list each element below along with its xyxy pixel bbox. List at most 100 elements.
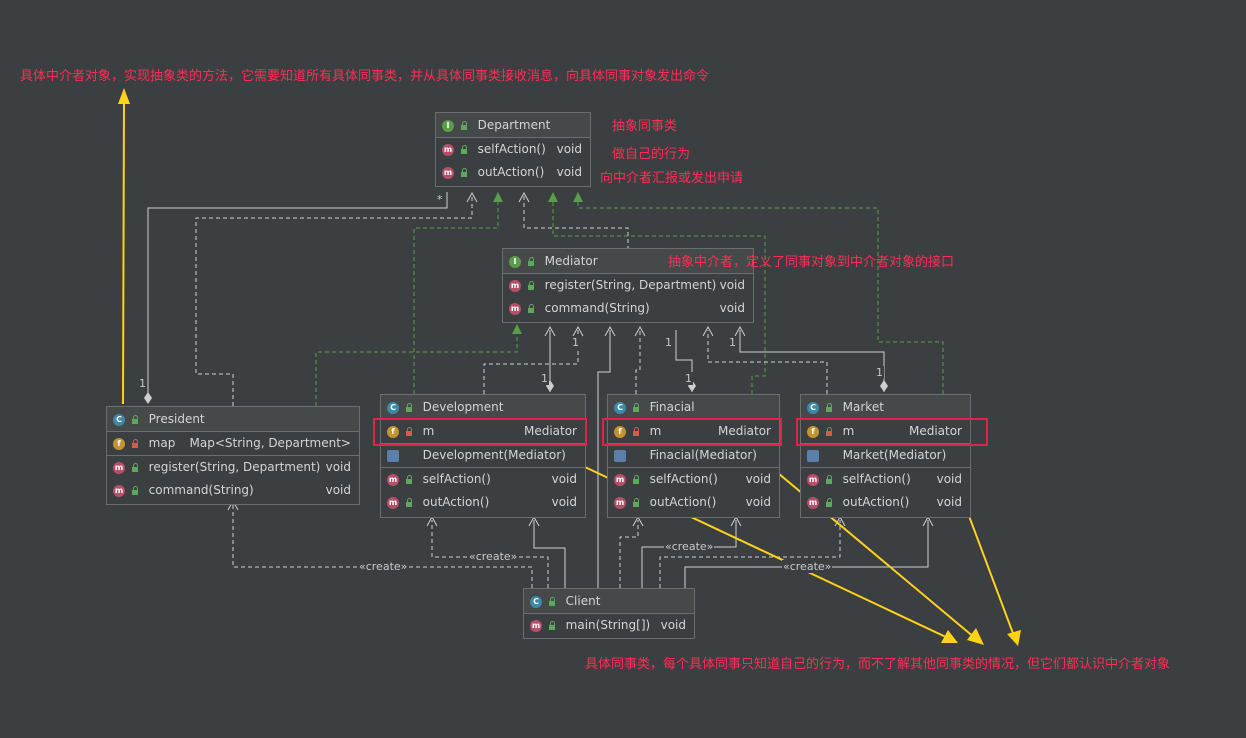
class-name: Mediator (544, 254, 598, 268)
dep-president-department (195, 196, 473, 406)
create-client-market (659, 520, 841, 588)
field-row[interactable]: f m Mediator (608, 420, 779, 443)
realize-arrow-finacial (548, 192, 558, 202)
constructor-row[interactable]: Development(Mediator) (381, 443, 585, 467)
method-row[interactable]: m command(String) void (503, 297, 753, 320)
method-type: void (745, 472, 771, 486)
method-type: void (551, 495, 577, 509)
method-row[interactable]: m selfAction() void (381, 467, 585, 491)
public-icon (131, 463, 139, 472)
diamond-president (144, 392, 152, 404)
class-icon: C (113, 413, 125, 426)
public-icon (527, 304, 535, 313)
field-row[interactable]: f map Map<String, Department> (107, 432, 359, 455)
method-type: void (325, 460, 351, 474)
method-icon: m (113, 461, 125, 474)
method-row[interactable]: m register(String, Department) void (503, 274, 753, 297)
field-name: m (649, 424, 662, 438)
mult-department: * (436, 193, 444, 206)
field-name: map (148, 436, 176, 450)
note-own-behavior: 做自己的行为 (612, 147, 691, 162)
method-name: selfAction() (422, 472, 491, 486)
field-name: m (842, 424, 855, 438)
method-name: command(String) (544, 301, 650, 315)
method-name: selfAction() (842, 472, 911, 486)
private-icon (405, 427, 413, 436)
arrow-finacial-note (759, 457, 976, 639)
mult-development: 1 (540, 372, 549, 385)
method-row[interactable]: m outAction() void (801, 491, 970, 514)
field-row[interactable]: f m Mediator (381, 420, 585, 443)
note-abstract-colleague: 抽象同事类 (612, 119, 678, 134)
use-client-finacial (641, 520, 737, 588)
class-name: Market (842, 400, 884, 414)
method-type: void (556, 142, 582, 156)
private-icon (825, 427, 833, 436)
class-client[interactable]: C Client m main(String[]) void (523, 588, 695, 639)
create-client-development (431, 520, 549, 588)
method-type: void (936, 472, 962, 486)
method-row[interactable]: m selfAction() void (608, 467, 779, 491)
method-row[interactable]: m selfAction() void (436, 138, 590, 161)
method-icon: m (614, 496, 626, 509)
assoc-market-mediator (739, 330, 885, 392)
note-report: 向中介者汇报或发出申请 (600, 171, 744, 186)
class-name: Client (565, 594, 601, 608)
method-row[interactable]: m main(String[]) void (524, 614, 694, 637)
method-type: void (551, 472, 577, 486)
note-concrete-mediator: 具体中介者对象，实现抽象类的方法，它需要知道所有具体同事类，并从具体同事类接收消… (20, 69, 710, 84)
note-abstract-mediator: 抽象中介者，定义了同事对象到中介者对象的接口 (668, 255, 955, 270)
class-department[interactable]: I Department m selfAction() void m outAc… (435, 112, 591, 187)
field-type: Map<String, Department> (189, 436, 352, 450)
method-icon: m (442, 143, 454, 156)
class-header: C Client (524, 589, 694, 614)
class-name: President (148, 412, 205, 426)
method-row[interactable]: m outAction() void (381, 491, 585, 514)
method-name: outAction() (422, 495, 490, 509)
constructor-name: Development(Mediator) (422, 448, 566, 462)
mult-market-top: 1 (728, 336, 737, 349)
field-row[interactable]: f m Mediator (801, 420, 970, 443)
class-icon: C (530, 595, 542, 608)
method-type: void (936, 495, 962, 509)
class-name: Development (422, 400, 504, 414)
method-icon: m (807, 473, 819, 486)
field-icon: f (113, 437, 125, 450)
create-label-market: «create» (782, 560, 833, 573)
dep-finacial-mediator (635, 330, 641, 394)
use-client-development (533, 520, 566, 588)
method-icon: m (807, 496, 819, 509)
method-type: void (719, 278, 745, 292)
constructor-name: Market(Mediator) (842, 448, 947, 462)
public-icon (632, 475, 640, 484)
method-row[interactable]: m outAction() void (436, 161, 590, 184)
method-row[interactable]: m selfAction() void (801, 467, 970, 491)
method-name: outAction() (649, 495, 717, 509)
dep-client-mediator (597, 330, 611, 588)
class-development[interactable]: C Development f m Mediator Development(M… (380, 394, 586, 518)
constructor-row[interactable]: Market(Mediator) (801, 443, 970, 467)
public-icon (405, 498, 413, 507)
constructor-row[interactable]: Finacial(Mediator) (608, 443, 779, 467)
note-concrete-colleague: 具体同事类，每个具体同事只知道自己的行为，而不了解其他同事类的情况，但它们都认识… (585, 657, 1171, 672)
method-row[interactable]: m command(String) void (107, 479, 359, 502)
method-type: void (325, 483, 351, 497)
highlight-market-field (796, 418, 988, 446)
class-finacial[interactable]: C Finacial f m Mediator Finacial(Mediato… (607, 394, 780, 518)
method-icon: m (509, 302, 521, 315)
class-president[interactable]: C President f map Map<String, Department… (106, 406, 360, 505)
class-icon: C (614, 401, 626, 414)
constructor-icon (614, 449, 626, 462)
method-row[interactable]: m outAction() void (608, 491, 779, 514)
class-market[interactable]: C Market f m Mediator Market(Mediator) m… (800, 394, 971, 518)
create-label-development: «create» (468, 550, 519, 563)
public-icon (460, 121, 468, 130)
realize-president-mediator (315, 332, 518, 406)
method-name: selfAction() (477, 142, 546, 156)
class-mediator[interactable]: I Mediator m register(String, Department… (502, 248, 754, 323)
method-icon: m (387, 473, 399, 486)
public-icon (527, 257, 535, 266)
method-row[interactable]: m register(String, Department) void (107, 455, 359, 479)
method-type: void (556, 165, 582, 179)
